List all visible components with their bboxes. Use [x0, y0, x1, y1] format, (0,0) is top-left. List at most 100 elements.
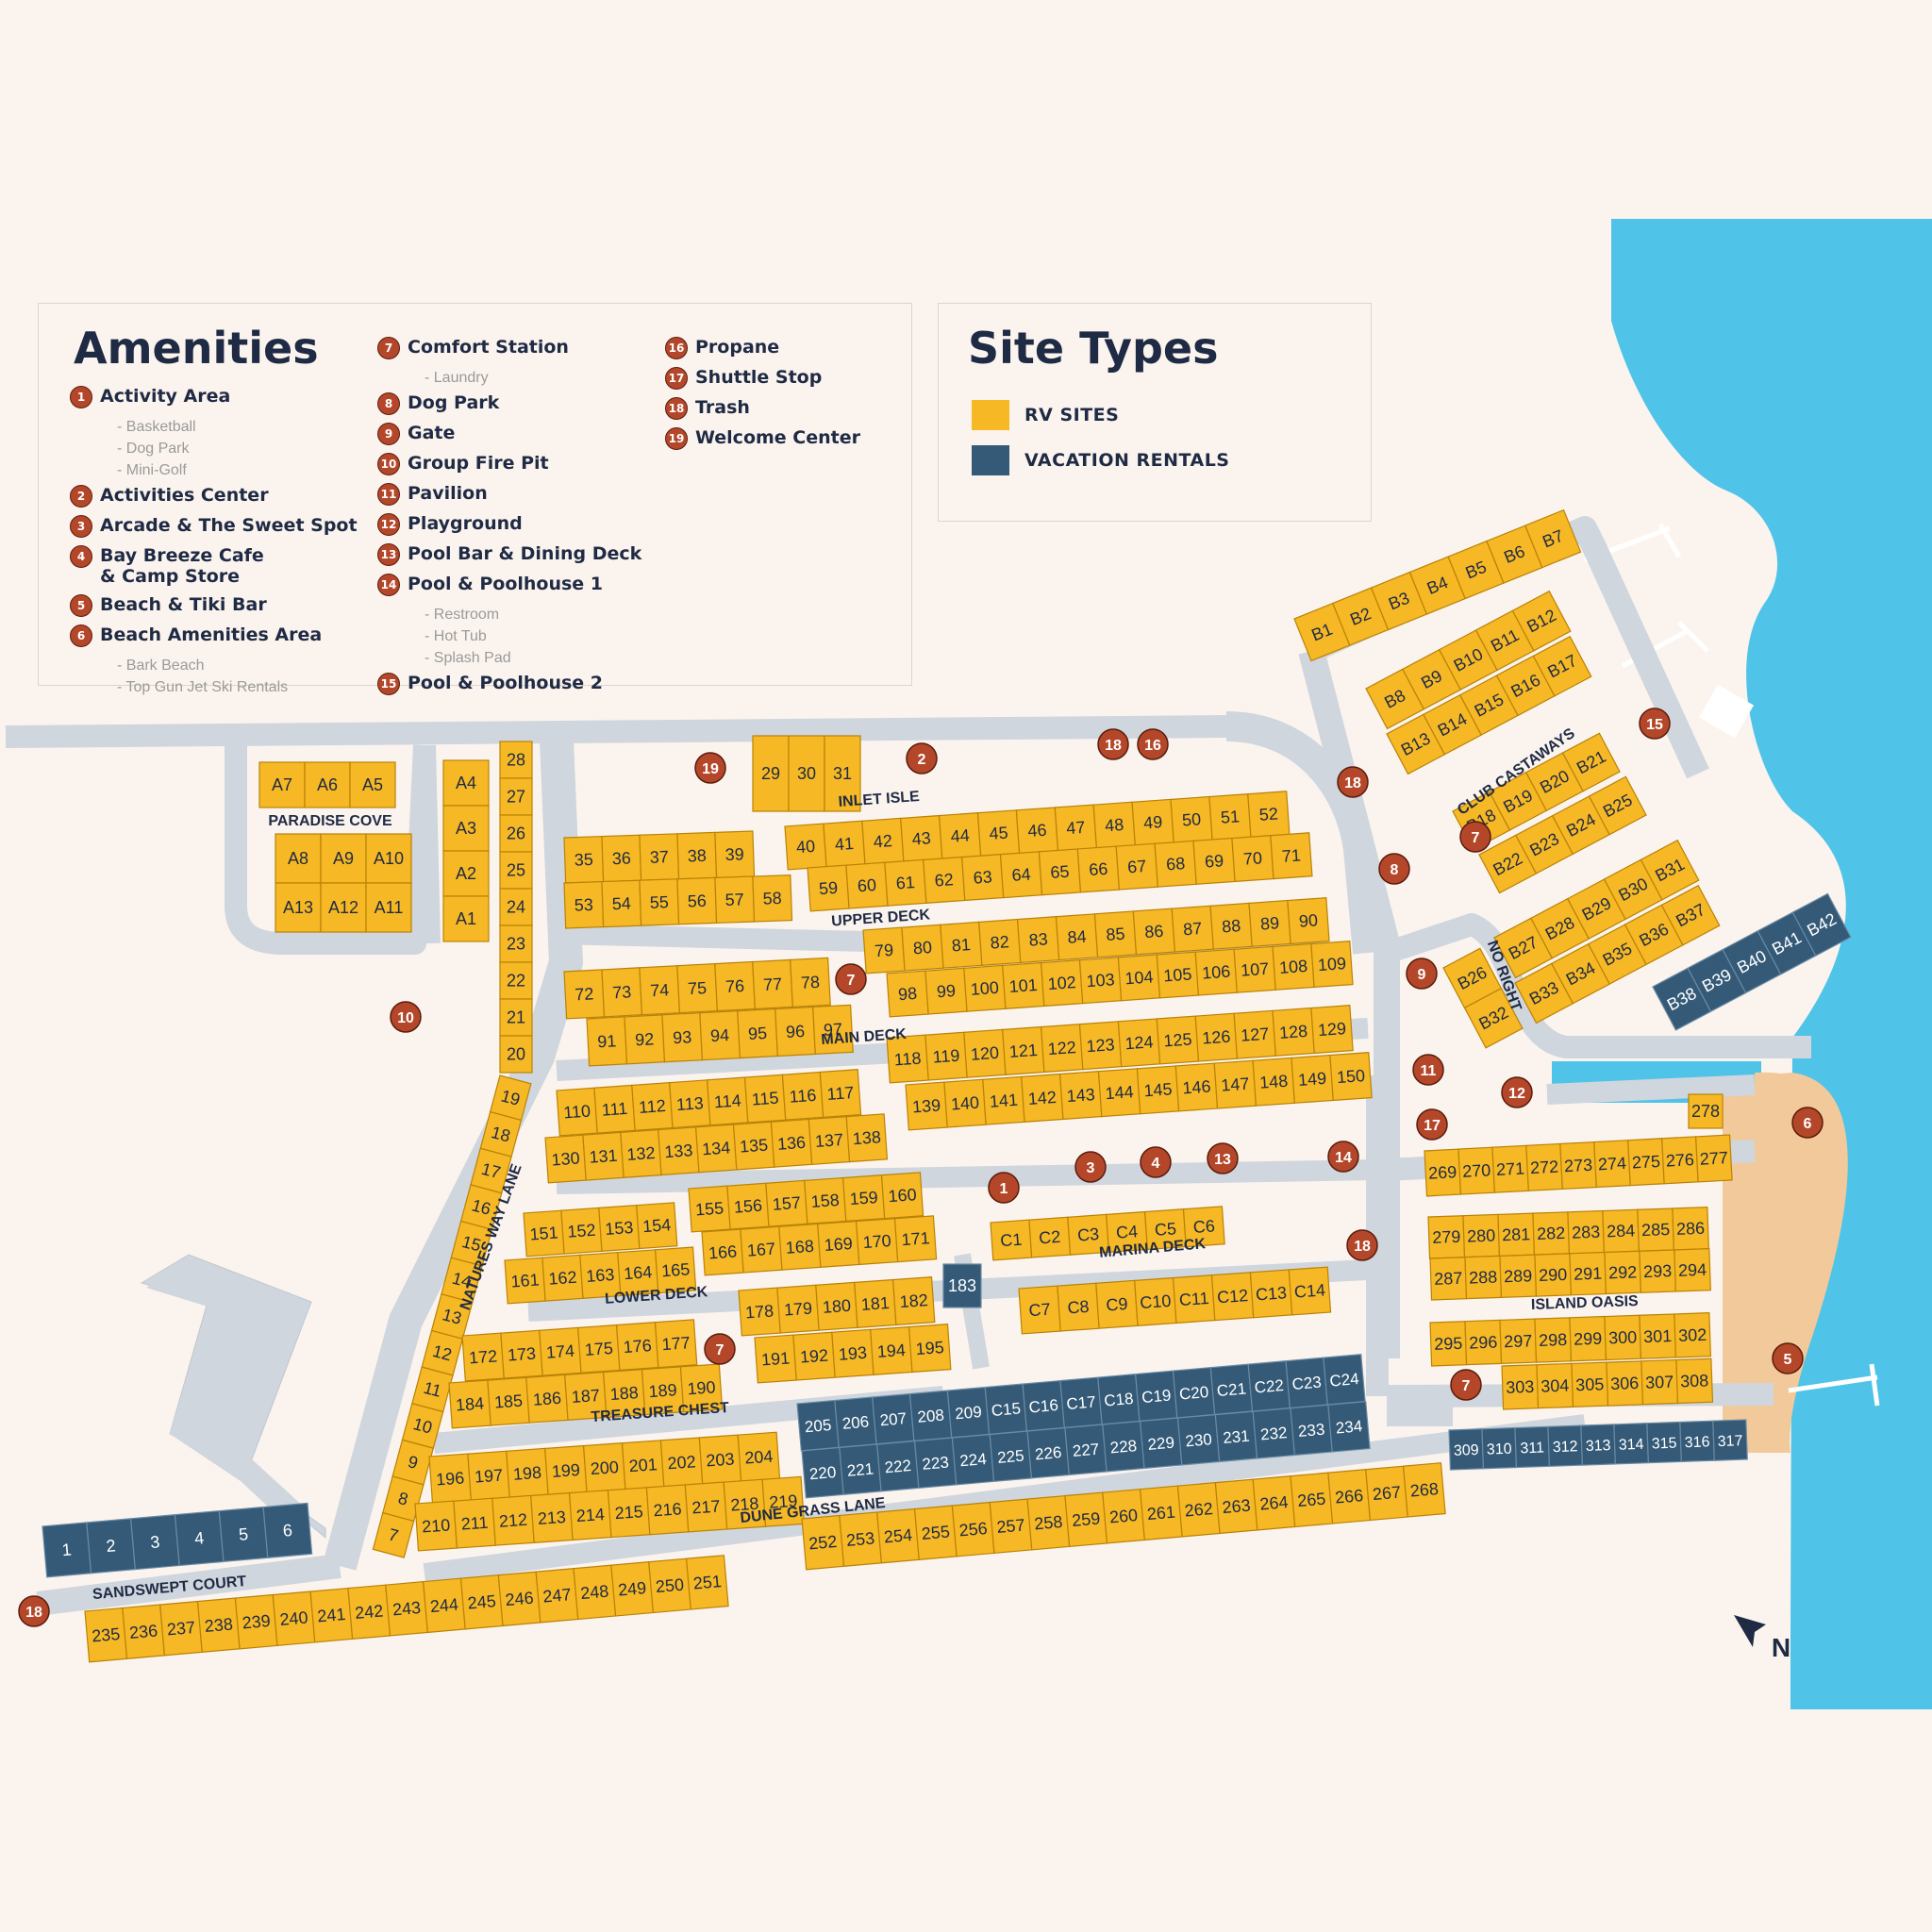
site-a1[interactable]	[442, 895, 490, 942]
site-b31[interactable]	[1640, 839, 1700, 901]
site-294[interactable]	[1674, 1248, 1711, 1292]
site-195[interactable]	[908, 1324, 952, 1374]
site-78[interactable]	[790, 957, 831, 1008]
amenity-marker-7[interactable]: 7	[1450, 1369, 1482, 1401]
site-a13[interactable]	[275, 882, 322, 933]
site-7[interactable]	[372, 1511, 415, 1558]
site-251[interactable]	[685, 1555, 729, 1610]
amenity-marker-18[interactable]: 18	[1346, 1229, 1378, 1261]
amenity-marker-11[interactable]: 11	[1412, 1054, 1444, 1086]
site-302[interactable]	[1674, 1312, 1712, 1358]
amenity-label: Pavilion	[408, 483, 488, 504]
site-138[interactable]	[845, 1113, 889, 1163]
site-a7[interactable]	[258, 761, 306, 808]
site-30[interactable]	[788, 735, 825, 812]
site-b7[interactable]	[1524, 508, 1582, 569]
amenity-marker-17[interactable]: 17	[1416, 1108, 1448, 1141]
amenity-marker-14[interactable]: 14	[1327, 1141, 1359, 1173]
site-177[interactable]	[654, 1319, 698, 1369]
site-c6[interactable]	[1182, 1206, 1225, 1248]
site-b12[interactable]	[1511, 590, 1572, 652]
site-160[interactable]	[880, 1172, 924, 1220]
site-b21[interactable]	[1561, 732, 1621, 792]
svg-text:18: 18	[1105, 738, 1122, 754]
site-171[interactable]	[893, 1215, 938, 1263]
amenity-number-badge: 11	[377, 483, 400, 506]
site-6[interactable]	[262, 1502, 313, 1558]
site-26[interactable]	[499, 814, 533, 853]
site-278[interactable]	[1688, 1093, 1724, 1129]
site-182[interactable]	[891, 1276, 936, 1326]
site-20[interactable]	[499, 1035, 533, 1074]
amenity-marker-13[interactable]: 13	[1207, 1142, 1239, 1174]
site-b32[interactable]	[1463, 987, 1524, 1049]
amenity-marker-18[interactable]: 18	[1097, 728, 1129, 760]
site-label: 36	[611, 849, 631, 869]
site-109[interactable]	[1310, 941, 1354, 989]
site-117[interactable]	[819, 1069, 862, 1118]
site-129[interactable]	[1310, 1005, 1354, 1055]
site-22[interactable]	[499, 961, 533, 1000]
site-97[interactable]	[812, 1004, 854, 1056]
site-308[interactable]	[1675, 1357, 1714, 1405]
amenity-marker-10[interactable]: 10	[390, 1001, 422, 1033]
site-234[interactable]	[1327, 1401, 1371, 1453]
site-28[interactable]	[499, 741, 533, 779]
site-a6[interactable]	[304, 761, 351, 808]
amenity-marker-7[interactable]: 7	[704, 1333, 736, 1365]
site-a11[interactable]	[365, 882, 412, 933]
site-219[interactable]	[761, 1475, 806, 1527]
amenity-marker-19[interactable]: 19	[694, 752, 726, 784]
site-90[interactable]	[1287, 897, 1330, 945]
site-183[interactable]	[942, 1263, 982, 1308]
site-23[interactable]	[499, 924, 533, 963]
site-a4[interactable]	[442, 759, 490, 807]
amenity-marker-16[interactable]: 16	[1137, 728, 1169, 760]
site-58[interactable]	[752, 874, 793, 923]
site-317[interactable]	[1712, 1419, 1748, 1461]
site-label: 30	[797, 764, 816, 783]
amenity-marker-2[interactable]: 2	[906, 742, 938, 774]
site-71[interactable]	[1270, 832, 1313, 880]
site-190[interactable]	[679, 1363, 724, 1413]
site-27[interactable]	[499, 777, 533, 816]
site-b42[interactable]	[1791, 892, 1852, 957]
site-label: A1	[456, 909, 476, 928]
site-268[interactable]	[1402, 1462, 1446, 1518]
site-label: A4	[456, 774, 476, 792]
amenity-marker-1[interactable]: 1	[988, 1172, 1020, 1204]
site-b25[interactable]	[1588, 775, 1647, 836]
site-277[interactable]	[1694, 1134, 1733, 1183]
site-25[interactable]	[499, 851, 533, 890]
amenity-marker-12[interactable]: 12	[1501, 1076, 1533, 1108]
amenity-marker-5[interactable]: 5	[1772, 1342, 1804, 1374]
site-165[interactable]	[654, 1246, 697, 1294]
site-c14[interactable]	[1288, 1266, 1332, 1316]
site-b37[interactable]	[1660, 884, 1721, 946]
street-main-deck: MAIN DECK	[821, 1026, 908, 1048]
site-31[interactable]	[824, 735, 861, 812]
site-a12[interactable]	[320, 882, 367, 933]
site-154[interactable]	[636, 1202, 678, 1250]
amenity-marker-18[interactable]: 18	[18, 1595, 50, 1627]
site-a5[interactable]	[349, 761, 396, 808]
site-29[interactable]	[752, 735, 790, 812]
amenity-marker-8[interactable]: 8	[1378, 853, 1410, 885]
site-a10[interactable]	[365, 833, 412, 884]
amenity-marker-18[interactable]: 18	[1337, 766, 1369, 798]
amenity-marker-4[interactable]: 4	[1140, 1146, 1172, 1178]
site-a8[interactable]	[275, 833, 322, 884]
amenity-marker-6[interactable]: 6	[1791, 1107, 1824, 1139]
amenity-marker-9[interactable]: 9	[1406, 958, 1438, 990]
site-a9[interactable]	[320, 833, 367, 884]
site-label: 197	[474, 1466, 503, 1487]
amenity-marker-3[interactable]: 3	[1074, 1151, 1107, 1183]
site-a3[interactable]	[442, 805, 490, 852]
site-b17[interactable]	[1532, 635, 1592, 697]
amenity-marker-7[interactable]: 7	[1459, 821, 1491, 853]
amenity-marker-15[interactable]: 15	[1639, 708, 1671, 740]
site-150[interactable]	[1329, 1052, 1373, 1102]
site-24[interactable]	[499, 888, 533, 926]
amenity-marker-7[interactable]: 7	[835, 963, 867, 995]
